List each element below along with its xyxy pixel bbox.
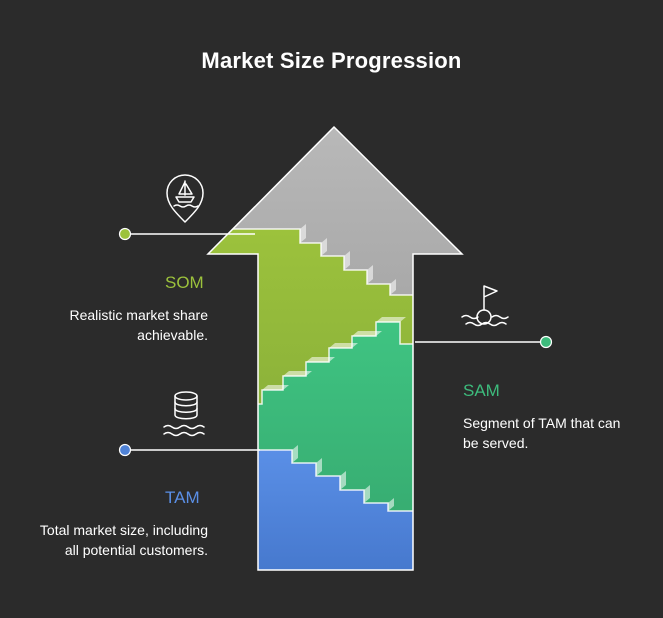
sam-connector-dot [539,335,553,349]
tam-connector-dot [118,443,132,457]
tam-description-line1: Total market size, including [39,522,208,538]
som-connector-dot [118,227,132,241]
tam-region [208,450,462,570]
sam-label: SAM [463,381,500,400]
arrow-outline [206,125,464,571]
database-waves-icon [163,391,205,437]
som-description-line2: achievable. [137,327,208,343]
sam-description: Segment of TAM that can be served. [463,413,653,453]
sailboat-pin-icon [166,174,204,223]
tam-description-line2: all potential customers. [64,542,208,558]
sam-description-line1: Segment of TAM that can [463,415,621,431]
flag-buoy-icon [461,285,509,327]
tam-label: TAM [165,488,200,507]
som-description-line1: Realistic market share [69,307,209,323]
som-label: SOM [165,273,204,292]
tam-description: Total market size, including all potenti… [10,520,208,560]
som-description: Realistic market share achievable. [20,305,209,345]
diagram-title: Market Size Progression [201,48,462,73]
sam-description-line2: be served. [463,435,529,451]
